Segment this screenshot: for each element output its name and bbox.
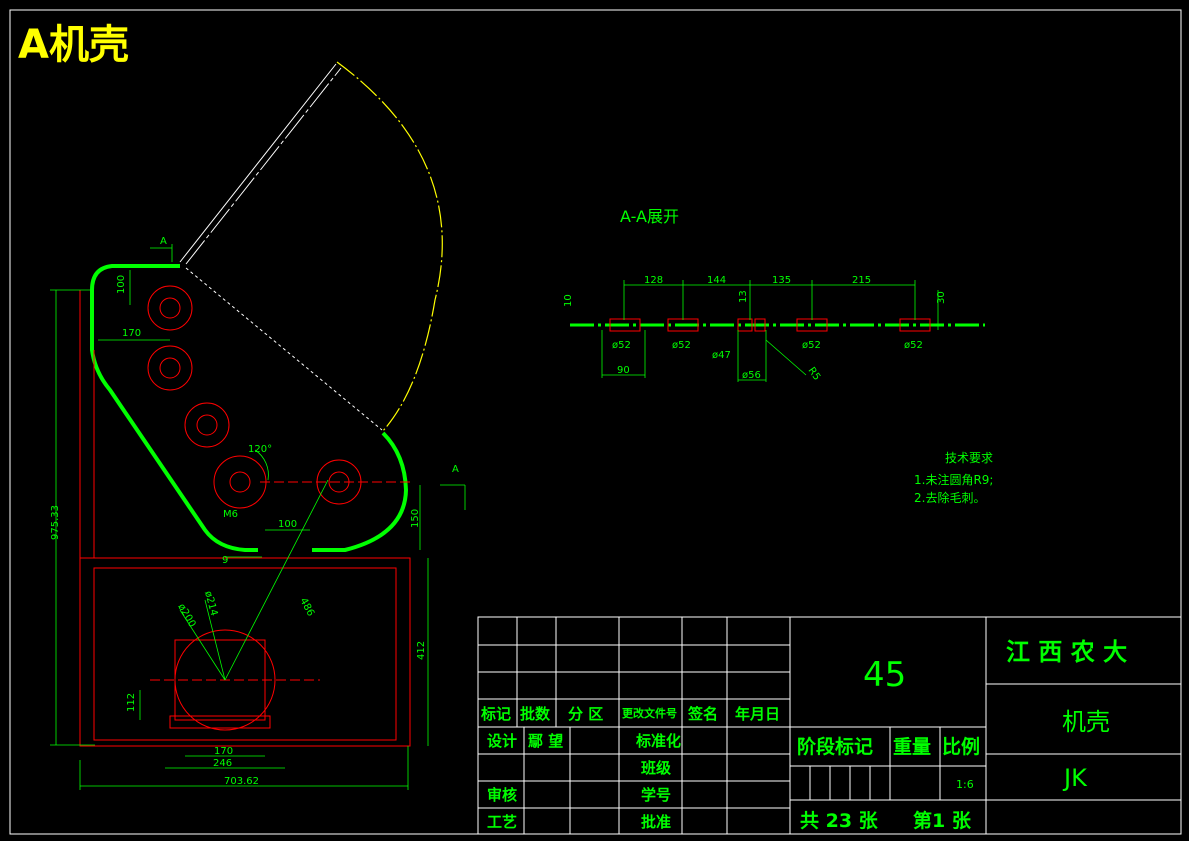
tb-scale-label: 比例 <box>942 735 980 758</box>
housing-outline-left <box>90 264 258 552</box>
section-dim-13: 13 <box>738 290 749 303</box>
dim-9: 9 <box>222 555 228 566</box>
tb-header-count: 批数 <box>520 705 551 723</box>
dim-486: 486 <box>297 596 316 618</box>
section-hole-label-5: ø52 <box>802 340 821 351</box>
tb-student-label: 学号 <box>641 786 671 804</box>
section-hole-label-2: ø52 <box>672 340 691 351</box>
section-hole-label-1: ø52 <box>612 340 631 351</box>
section-hole-4 <box>754 318 766 332</box>
hopper-arc <box>336 61 443 433</box>
hole-circle-3 <box>184 402 230 448</box>
dim-975: 975.33 <box>50 505 61 540</box>
hole-circle-1 <box>147 285 193 331</box>
hole-circle-2 <box>147 345 193 391</box>
section-hole-3 <box>737 318 753 332</box>
housing-outline-right <box>312 431 409 552</box>
tb-design-label: 设计 <box>487 732 517 750</box>
dim-703: 703.62 <box>224 776 259 787</box>
dim-246: 246 <box>213 758 232 769</box>
hole-circle-4 <box>213 455 267 509</box>
drawing-title: A机壳 <box>18 22 129 68</box>
tb-header-doc: 更改文件号 <box>622 706 677 720</box>
tb-part-name: 机壳 <box>1062 708 1110 736</box>
tb-weight-label: 重量 <box>893 736 931 758</box>
dim-170-bottom: 170 <box>214 746 233 757</box>
tb-header-sign: 签名 <box>687 705 718 723</box>
dim-112: 112 <box>126 693 137 712</box>
section-hole-label-4: ø56 <box>742 370 761 381</box>
section-marker-top: A <box>160 236 167 247</box>
tech-req-item-2: 2.去除毛刺。 <box>914 490 985 505</box>
dim-100-top: 100 <box>116 275 127 294</box>
dim-100-mid: 100 <box>278 519 297 530</box>
tb-process-label: 工艺 <box>487 813 517 831</box>
tb-school: 江 西 农 大 <box>1006 638 1127 666</box>
title-block: 标记 批数 分 区 更改文件号 签名 年月日 设计 鄢 望 审核 工艺 标准化 … <box>477 616 1182 835</box>
tb-review-label: 审核 <box>487 786 517 804</box>
tb-stage-label: 阶段标记 <box>797 735 873 758</box>
section-dim-left: 90 <box>617 365 630 376</box>
dim-170-top: 170 <box>122 328 141 339</box>
tb-sheets: 共 23 张 <box>800 810 879 832</box>
tech-requirements: 技术要求 1.未注圆角R9; 2.去除毛刺。 <box>914 451 993 505</box>
dim-angle: 120° <box>248 444 272 455</box>
section-dim-4: 215 <box>852 275 871 286</box>
tb-scale-value: 1:6 <box>956 778 974 791</box>
main-view: 100 170 120° M6 100 9 150 486 ø200 ø214 … <box>50 61 466 790</box>
section-label: A-A展开 <box>620 207 679 226</box>
tb-header-mark: 标记 <box>480 705 511 723</box>
dim-phi200: ø200 <box>175 602 197 629</box>
tb-class-label: 班级 <box>641 759 672 777</box>
section-dim-1: 128 <box>644 275 663 286</box>
section-hole-label-6: ø52 <box>904 340 923 351</box>
hopper-plate <box>179 63 337 263</box>
section-view: A-A展开 128 <box>563 207 985 383</box>
section-marker-right: A <box>452 464 459 475</box>
tech-req-item-1: 1.未注圆角R9; <box>914 472 993 487</box>
dim-m6: M6 <box>223 509 238 520</box>
section-hole-label-3: ø47 <box>712 350 731 361</box>
section-dim-10: 10 <box>563 294 574 307</box>
section-hole-1 <box>609 318 641 332</box>
tb-code: JK <box>1062 764 1088 792</box>
dim-phi214: ø214 <box>202 590 219 617</box>
tb-designer: 鄢 望 <box>527 732 563 750</box>
tb-sheet-no: 第1 张 <box>913 809 972 832</box>
tech-req-heading: 技术要求 <box>945 451 993 465</box>
section-dim-r5: R5 <box>806 365 823 382</box>
tb-standard-label: 标准化 <box>635 732 681 750</box>
dim-412: 412 <box>416 641 427 660</box>
tb-material: 45 <box>863 655 906 695</box>
tb-header-zone: 分 区 <box>568 705 603 723</box>
frame-base <box>79 557 411 747</box>
section-dim-2: 144 <box>707 275 726 286</box>
dim-150: 150 <box>410 509 421 528</box>
tb-header-date: 年月日 <box>735 705 780 723</box>
section-dim-3: 135 <box>772 275 791 286</box>
tb-approve-label: 批准 <box>641 813 671 831</box>
section-dim-30: 30 <box>936 291 947 304</box>
